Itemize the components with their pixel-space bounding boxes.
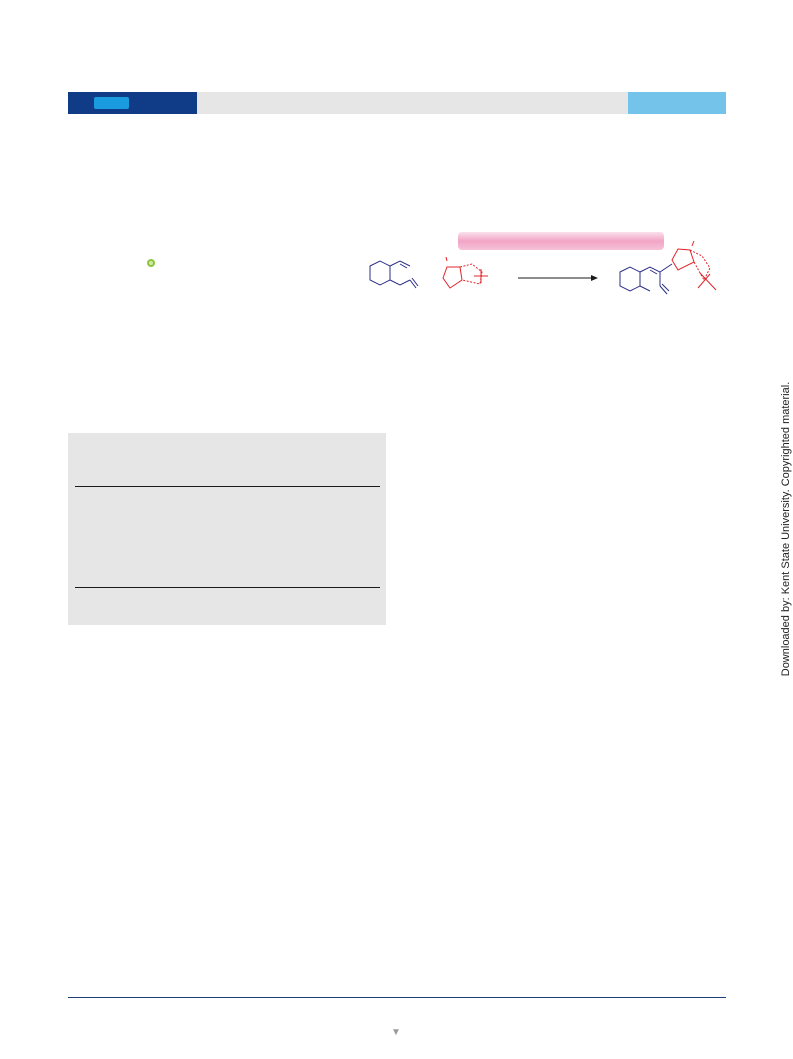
journal-header-bar xyxy=(68,92,726,114)
product-heteroarene-part xyxy=(671,240,717,291)
product-quinoline-part xyxy=(619,263,673,295)
info-box xyxy=(68,433,386,625)
info-box-top-rule xyxy=(75,486,380,487)
download-copyright-notice: Downloaded by: Kent State University. Co… xyxy=(780,381,792,677)
footer-rule xyxy=(68,997,726,998)
reaction-arrow xyxy=(518,275,598,281)
down-triangle-icon[interactable]: ▼ xyxy=(391,1027,401,1038)
journal-header-accent xyxy=(628,92,726,114)
journal-header-section-block xyxy=(68,92,197,114)
reactant-quinoline-structure xyxy=(369,260,419,289)
reaction-conditions-banner xyxy=(458,232,664,250)
journal-header-badge xyxy=(94,97,129,109)
reagent-heteroarene-structure xyxy=(442,256,488,289)
open-access-icon xyxy=(147,259,155,267)
reaction-scheme xyxy=(369,232,717,295)
info-box-bottom-rule xyxy=(75,587,380,588)
